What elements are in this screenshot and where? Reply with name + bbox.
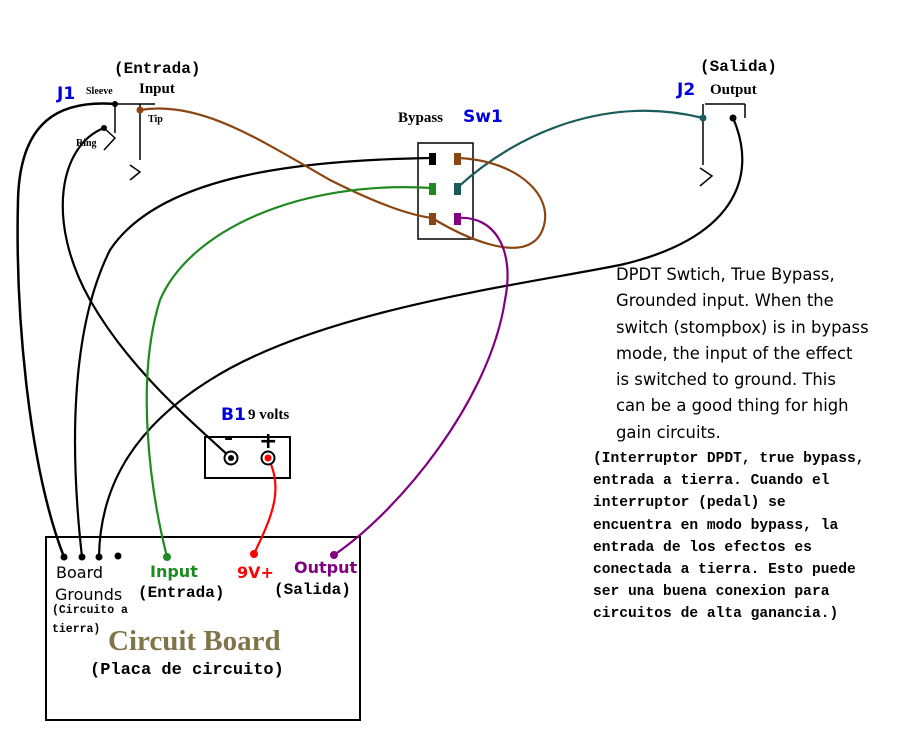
board-output-label: Output xyxy=(294,558,358,577)
j2-label-es: (Salida) xyxy=(700,58,777,76)
board-grounds-es-line2: tierra) xyxy=(52,623,101,636)
board-output-es-label: (Salida) xyxy=(274,581,351,599)
board-grounds-es-line1: (Circuito a xyxy=(52,604,128,617)
wire-switch-to-board-input xyxy=(145,186,433,558)
battery-ref-label: B1 xyxy=(221,405,246,425)
wire-switch-loop xyxy=(431,156,547,249)
wire-j1-sleeve-ground xyxy=(16,102,116,558)
note-spanish: (Interruptor DPDT, true bypass, entrada … xyxy=(593,451,865,623)
board-title: Circuit Board xyxy=(108,625,281,657)
j1-ref-label: J1 xyxy=(57,84,76,104)
battery-volts-label: 9 volts xyxy=(248,407,290,423)
battery-plus-label: + xyxy=(259,429,278,454)
wire-switch-ground xyxy=(73,156,433,558)
j1-tip-label: Tip xyxy=(148,114,163,125)
switch-ref-label: Sw1 xyxy=(463,107,503,127)
jack-dots xyxy=(101,101,737,131)
board-grounds-line1: Board xyxy=(56,563,104,582)
battery-minus-label: - xyxy=(224,426,234,451)
wire-switch-to-board-output xyxy=(333,216,509,556)
note-english: DPDT Swtich, True Bypass, Grounded input… xyxy=(616,265,869,442)
circuit-board-outline xyxy=(45,536,361,721)
wire-j1-tip-to-switch xyxy=(139,107,433,220)
j1-label-en: Input xyxy=(139,81,175,97)
switch-lugs xyxy=(429,153,461,225)
wire-battery-to-board-power xyxy=(253,457,277,555)
board-power-label: 9V+ xyxy=(237,563,274,582)
j2-ref-label: J2 xyxy=(677,80,696,100)
j1-sleeve-label: Sleeve xyxy=(86,86,113,97)
board-input-es-label: (Entrada) xyxy=(138,584,225,602)
j2-jack-symbol xyxy=(699,103,746,187)
board-title-es: (Placa de circuito) xyxy=(90,661,284,680)
switch-name-label: Bypass xyxy=(398,110,444,126)
battery-outline xyxy=(204,436,291,479)
wire-j2-ground xyxy=(97,117,744,558)
wire-switch-to-j2 xyxy=(456,109,704,189)
j1-ring-label: Ring xyxy=(76,138,97,149)
battery-terminals xyxy=(223,450,276,466)
j2-label-en: Output xyxy=(710,82,757,98)
board-connection-points xyxy=(60,550,338,561)
board-grounds-line2: Grounds xyxy=(55,585,123,604)
board-input-label: Input xyxy=(150,562,198,581)
j1-label-es: (Entrada) xyxy=(114,60,201,78)
